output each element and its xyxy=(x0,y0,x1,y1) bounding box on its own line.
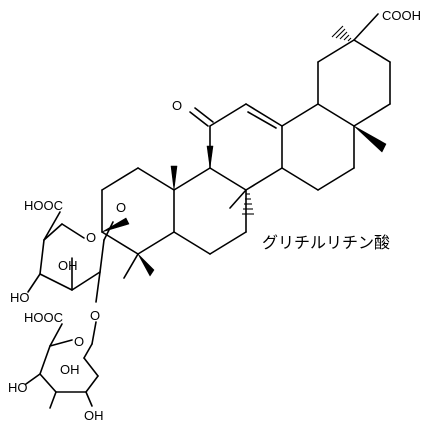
link-o-label: O xyxy=(90,308,100,323)
wedge-methyl-ab xyxy=(170,165,178,191)
wedge-methyl-bc xyxy=(206,145,214,169)
link-bond xyxy=(91,321,97,345)
ring-e-bonds xyxy=(317,13,391,127)
hooc-lower-label: HOOC xyxy=(24,310,63,325)
compound-name: グリチルリチン酸 xyxy=(262,234,390,252)
ring-e-hash-methyl xyxy=(331,25,352,42)
ring-b-bonds xyxy=(173,167,247,255)
ho-lower-label: HO xyxy=(8,380,28,395)
hash-methyl-cd xyxy=(242,193,254,215)
sugar-lower-bonds xyxy=(25,323,99,409)
gem-dimethyl xyxy=(123,253,155,279)
ketone-o-label: O xyxy=(172,98,182,113)
ring-o-lower-label: O xyxy=(74,334,84,349)
oh-lower-1-label: OH xyxy=(60,362,80,377)
ring-d-bonds xyxy=(281,103,355,191)
hooc-upper-label: HOOC xyxy=(24,198,63,213)
ring-c-bonds xyxy=(209,103,283,191)
glycoside-o-label: O xyxy=(116,200,126,215)
oh-upper-1-label: OH xyxy=(58,258,78,273)
wedge-o-glycoside xyxy=(101,217,130,233)
oh-lower-2-label: OH xyxy=(84,408,104,423)
ring-a-bonds xyxy=(101,167,175,255)
cooh-top-label: COOH xyxy=(382,8,421,23)
ketone-bonds xyxy=(189,107,214,127)
ring-o-upper-label: O xyxy=(86,230,96,245)
wedge-methyl-de xyxy=(353,125,387,153)
ho-upper-label: HO xyxy=(10,290,30,305)
sugar-upper-bonds xyxy=(27,211,114,303)
methyl-c-ring xyxy=(229,189,247,209)
